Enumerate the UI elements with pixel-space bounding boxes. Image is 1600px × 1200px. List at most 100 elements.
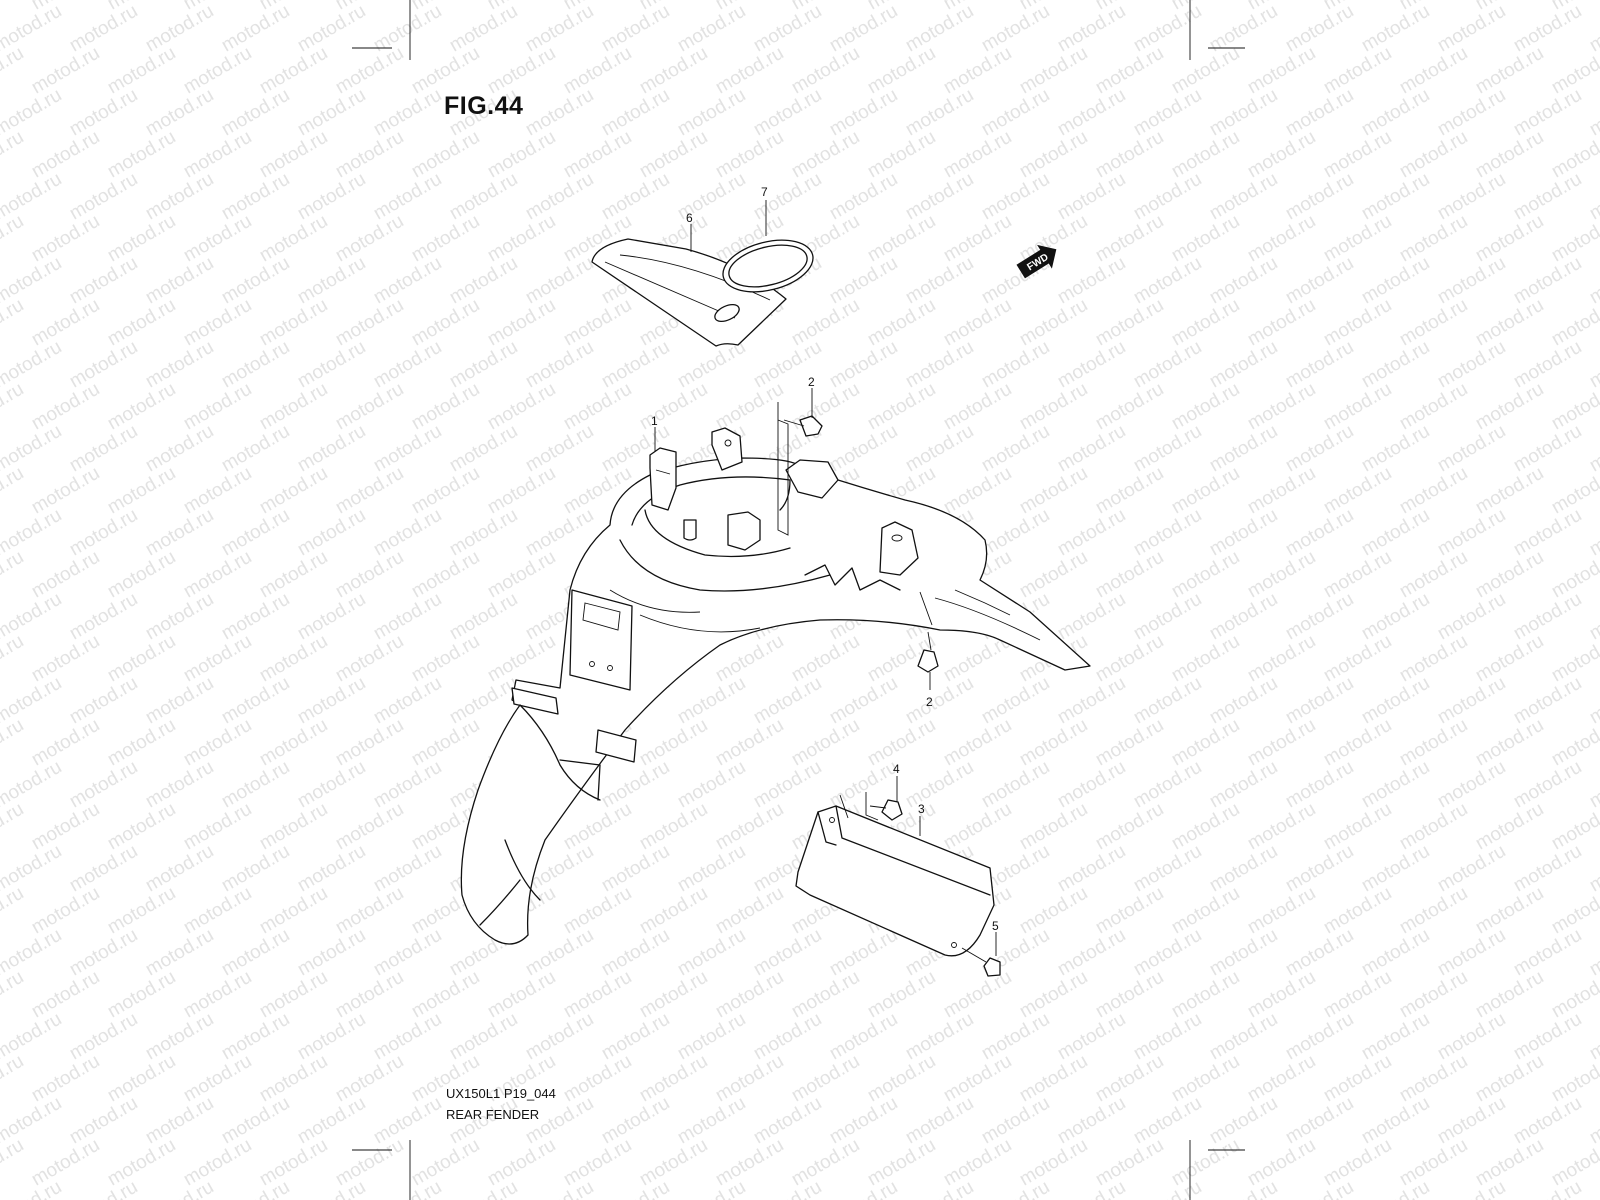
callout-7: 7 — [761, 185, 768, 199]
watermark-text: motod.ru — [522, 85, 597, 141]
watermark-text: motod.ru — [218, 1009, 293, 1065]
watermark-text: motod.ru — [142, 505, 217, 561]
watermark-text: motod.ru — [1320, 127, 1395, 183]
watermark-text: motod.ru — [560, 1135, 635, 1191]
watermark-text: motod.ru — [0, 799, 27, 855]
watermark-text: motod.ru — [66, 253, 141, 309]
watermark-text: motod.ru — [1434, 1009, 1509, 1065]
watermark-text: motod.ru — [1244, 211, 1319, 267]
watermark-text: motod.ru — [1016, 127, 1091, 183]
watermark-text: motod.ru — [1472, 127, 1547, 183]
watermark-text: motod.ru — [218, 925, 293, 981]
watermark-text: motod.ru — [1434, 841, 1509, 897]
watermark-text: motod.ru — [560, 883, 635, 939]
watermark-text: motod.ru — [1472, 43, 1547, 99]
watermark-text: motod.ru — [598, 85, 673, 141]
watermark-text: motod.ru — [370, 1009, 445, 1065]
watermark-text: motod.ru — [446, 589, 521, 645]
watermark-text: motod.ru — [1586, 1093, 1600, 1149]
watermark-text: motod.ru — [0, 379, 27, 435]
watermark-text: motod.ru — [1472, 295, 1547, 351]
watermark-text: motod.ru — [560, 1051, 635, 1107]
mud-flap-cover-icon — [795, 794, 995, 957]
callout-6: 6 — [686, 211, 693, 225]
watermark-text: motod.ru — [1358, 1093, 1433, 1149]
watermark-text: motod.ru — [864, 1051, 939, 1107]
watermark-text: motod.ru — [1168, 463, 1243, 519]
watermark-text: motod.ru — [1320, 379, 1395, 435]
watermark-text: motod.ru — [332, 43, 407, 99]
watermark-text: motod.ru — [1244, 463, 1319, 519]
watermark-text: motod.ru — [978, 1177, 1053, 1200]
watermark-text: motod.ru — [712, 799, 787, 855]
watermark-text: motod.ru — [978, 673, 1053, 729]
watermark-text: motod.ru — [1472, 799, 1547, 855]
watermark-text: motod.ru — [104, 379, 179, 435]
watermark-text: motod.ru — [1510, 253, 1585, 309]
watermark-text: motod.ru — [332, 547, 407, 603]
watermark-text: motod.ru — [788, 967, 863, 1023]
watermark-text: motod.ru — [180, 127, 255, 183]
watermark-text: motod.ru — [1586, 589, 1600, 645]
watermark-text: motod.ru — [408, 715, 483, 771]
watermark-text: motod.ru — [674, 1, 749, 57]
watermark-text: motod.ru — [370, 337, 445, 393]
o-ring-icon — [722, 239, 814, 293]
watermark-text: motod.ru — [218, 505, 293, 561]
watermark-text: motod.ru — [1396, 715, 1471, 771]
watermark-text: motod.ru — [1510, 589, 1585, 645]
watermark-text: motod.ru — [1130, 589, 1205, 645]
watermark-text: motod.ru — [1434, 169, 1509, 225]
watermark-text: motod.ru — [1054, 1, 1129, 57]
watermark-text: motod.ru — [1130, 673, 1205, 729]
watermark-text: motod.ru — [180, 967, 255, 1023]
watermark-text: motod.ru — [1358, 1177, 1433, 1200]
watermark-text: motod.ru — [978, 169, 1053, 225]
watermark-text: motod.ru — [1434, 925, 1509, 981]
watermark-text: motod.ru — [1282, 337, 1357, 393]
watermark-text: motod.ru — [180, 631, 255, 687]
watermark-text: motod.ru — [294, 1177, 369, 1200]
diagram-name: REAR FENDER — [446, 1107, 540, 1122]
watermark-text: motod.ru — [1054, 253, 1129, 309]
watermark-text: motod.ru — [1054, 1177, 1129, 1200]
watermark-text: motod.ru — [66, 757, 141, 813]
watermark-text: motod.ru — [522, 1, 597, 57]
watermark-text: motod.ru — [180, 211, 255, 267]
watermark-text: motod.ru — [636, 715, 711, 771]
watermark-text: motod.ru — [0, 883, 27, 939]
watermark-text: motod.ru — [1016, 967, 1091, 1023]
watermark-text: motod.ru — [560, 295, 635, 351]
watermark-text: motod.ru — [0, 0, 27, 14]
watermark-text: motod.ru — [1358, 841, 1433, 897]
watermark-text: motod.ru — [28, 463, 103, 519]
watermark-text: motod.ru — [636, 127, 711, 183]
watermark-text: motod.ru — [1206, 85, 1281, 141]
watermark-text: motod.ru — [864, 211, 939, 267]
watermark-text: motod.ru — [0, 295, 27, 351]
watermark-text: motod.ru — [218, 253, 293, 309]
watermark-text: motod.ru — [408, 631, 483, 687]
watermark-text: motod.ru — [180, 883, 255, 939]
callout-1: 1 — [651, 414, 658, 428]
watermark-text: motod.ru — [1092, 463, 1167, 519]
watermark-text: motod.ru — [1282, 925, 1357, 981]
watermark-text: motod.ru — [66, 589, 141, 645]
watermark-text: motod.ru — [1168, 967, 1243, 1023]
watermark-text: motod.ru — [1396, 1051, 1471, 1107]
watermark-text: motod.ru — [1016, 1135, 1091, 1191]
watermark-text: motod.ru — [522, 421, 597, 477]
watermark-text: motod.ru — [674, 925, 749, 981]
watermark-text: motod.ru — [1472, 631, 1547, 687]
watermark-text: motod.ru — [788, 1051, 863, 1107]
watermark-text: motod.ru — [142, 673, 217, 729]
watermark-text: motod.ru — [180, 799, 255, 855]
watermark-text: motod.ru — [104, 631, 179, 687]
watermark-text: motod.ru — [1244, 295, 1319, 351]
watermark-text: motod.ru — [1320, 1051, 1395, 1107]
watermark-text: motod.ru — [446, 421, 521, 477]
watermark-text: motod.ru — [256, 379, 331, 435]
watermark-text: motod.ru — [1244, 967, 1319, 1023]
watermark-text: motod.ru — [1282, 85, 1357, 141]
watermark-text: motod.ru — [712, 379, 787, 435]
